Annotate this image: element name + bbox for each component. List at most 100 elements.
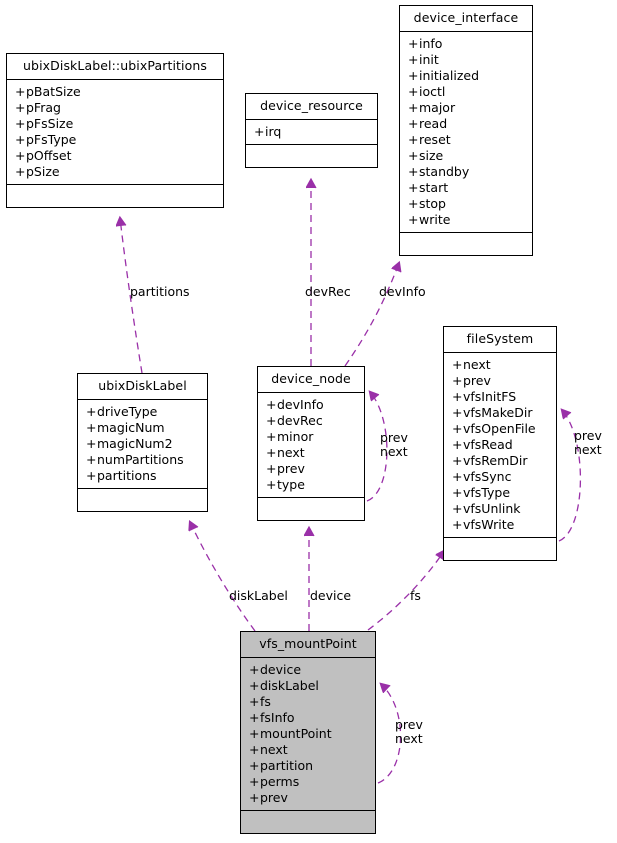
class-members: +driveType+magicNum+magicNum2+numPartiti…	[78, 400, 207, 489]
class-member: +magicNum	[86, 419, 165, 435]
class-box-file-system[interactable]: fileSystem +next+prev+vfsInitFS+vfsMakeD…	[443, 326, 557, 561]
class-member: +devRec	[266, 412, 323, 428]
class-member: +vfsRemDir	[452, 452, 528, 468]
class-member: +next	[266, 444, 305, 460]
class-title: device_interface	[400, 6, 532, 32]
class-member: +prev	[249, 789, 288, 805]
class-members: +devInfo+devRec+minor+next+prev+type	[258, 393, 364, 498]
class-member: +prev	[266, 460, 305, 476]
edge-label-partitions: partitions	[130, 284, 190, 299]
edge-filesystem-self-loop	[558, 410, 582, 542]
edge-label-next: next	[574, 442, 602, 457]
edge-label-devinfo: devInfo	[379, 284, 426, 299]
class-member: +fs	[249, 693, 271, 709]
class-box-device-resource[interactable]: device_resource +irq	[245, 93, 378, 168]
class-member: +pBatSize	[15, 83, 81, 99]
class-box-vfs-mountpoint[interactable]: vfs_mountPoint +device+diskLabel+fs+fsIn…	[240, 631, 376, 834]
class-member: +info	[408, 35, 443, 51]
class-members: +device+diskLabel+fs+fsInfo+mountPoint+n…	[241, 658, 375, 811]
class-member: +prev	[452, 372, 491, 388]
class-box-device-node[interactable]: device_node +devInfo+devRec+minor+next+p…	[257, 366, 365, 521]
edge-devinfo	[344, 263, 399, 367]
class-members: +next+prev+vfsInitFS+vfsMakeDir+vfsOpenF…	[444, 353, 556, 538]
class-title: fileSystem	[444, 327, 556, 353]
class-member: +vfsInitFS	[452, 388, 517, 404]
class-box-ubix-partitions[interactable]: ubixDiskLabel::ubixPartitions +pBatSize+…	[6, 53, 224, 208]
edge-label-filesystem-self: prev next	[574, 429, 602, 457]
class-member: +driveType	[86, 403, 158, 419]
class-member: +pSize	[15, 163, 60, 179]
class-member: +fsInfo	[249, 709, 295, 725]
class-member: +perms	[249, 773, 300, 789]
class-member: +mountPoint	[249, 725, 332, 741]
class-member: +magicNum2	[86, 435, 173, 451]
class-member: +write	[408, 211, 451, 227]
class-member: +irq	[254, 123, 282, 139]
class-title: device_node	[258, 367, 364, 393]
class-member: +ioctl	[408, 83, 446, 99]
class-title: vfs_mountPoint	[241, 632, 375, 658]
edge-label-next: next	[395, 731, 423, 746]
class-methods	[7, 185, 223, 207]
edge-label-devrec: devRec	[305, 284, 351, 299]
class-methods	[258, 498, 364, 520]
class-box-ubix-disk-label[interactable]: ubixDiskLabel +driveType+magicNum+magicN…	[77, 373, 208, 512]
class-methods	[78, 489, 207, 511]
edge-fs	[367, 551, 444, 631]
edge-disklabel	[190, 522, 256, 632]
class-title: device_resource	[246, 94, 377, 120]
class-member: +partition	[249, 757, 314, 773]
class-member: +minor	[266, 428, 314, 444]
class-title: ubixDiskLabel	[78, 374, 207, 400]
class-member: +pFsType	[15, 131, 77, 147]
class-member: +reset	[408, 131, 451, 147]
class-methods	[246, 145, 377, 167]
edge-device-node-self-loop	[366, 392, 388, 502]
class-member: +vfsOpenFile	[452, 420, 536, 436]
class-member: +numPartitions	[86, 451, 184, 467]
class-member: +device	[249, 661, 302, 677]
class-member: +partitions	[86, 467, 157, 483]
class-member: +init	[408, 51, 439, 67]
edge-vfs-self-loop	[377, 684, 402, 784]
edge-label-device-node-self: prev next	[380, 431, 408, 459]
class-member: +pOffset	[15, 147, 72, 163]
edge-partitions	[120, 218, 143, 374]
class-box-device-interface[interactable]: device_interface +info+init+initialized+…	[399, 5, 533, 256]
class-member: +vfsMakeDir	[452, 404, 533, 420]
class-member: +next	[452, 356, 491, 372]
class-member: +major	[408, 99, 456, 115]
class-member: +initialized	[408, 67, 480, 83]
edge-label-disklabel: diskLabel	[229, 588, 288, 603]
class-title: ubixDiskLabel::ubixPartitions	[7, 54, 223, 80]
class-member: +vfsWrite	[452, 516, 515, 532]
class-methods	[444, 538, 556, 560]
edge-label-prev: prev	[380, 430, 408, 445]
edge-label-fs: fs	[410, 588, 421, 603]
class-methods	[241, 811, 375, 833]
class-member: +vfsSync	[452, 468, 512, 484]
edge-label-prev: prev	[395, 717, 423, 732]
class-member: +vfsType	[452, 484, 511, 500]
edge-label-next: next	[380, 444, 408, 459]
class-member: +start	[408, 179, 449, 195]
class-member: +devInfo	[266, 396, 324, 412]
class-members: +pBatSize+pFrag+pFsSize+pFsType+pOffset+…	[7, 80, 223, 185]
class-members: +irq	[246, 120, 377, 145]
class-methods	[400, 233, 532, 255]
edge-label-prev: prev	[574, 428, 602, 443]
class-member: +size	[408, 147, 444, 163]
edge-label-vfs-self: prev next	[395, 718, 423, 746]
class-member: +pFrag	[15, 99, 61, 115]
class-member: +vfsUnlink	[452, 500, 521, 516]
class-member: +next	[249, 741, 288, 757]
class-member: +type	[266, 476, 305, 492]
class-member: +stop	[408, 195, 446, 211]
class-member: +diskLabel	[249, 677, 319, 693]
class-member: +pFsSize	[15, 115, 74, 131]
class-member: +standby	[408, 163, 470, 179]
class-members: +info+init+initialized+ioctl+major+read+…	[400, 32, 532, 233]
edge-label-device: device	[310, 588, 352, 603]
